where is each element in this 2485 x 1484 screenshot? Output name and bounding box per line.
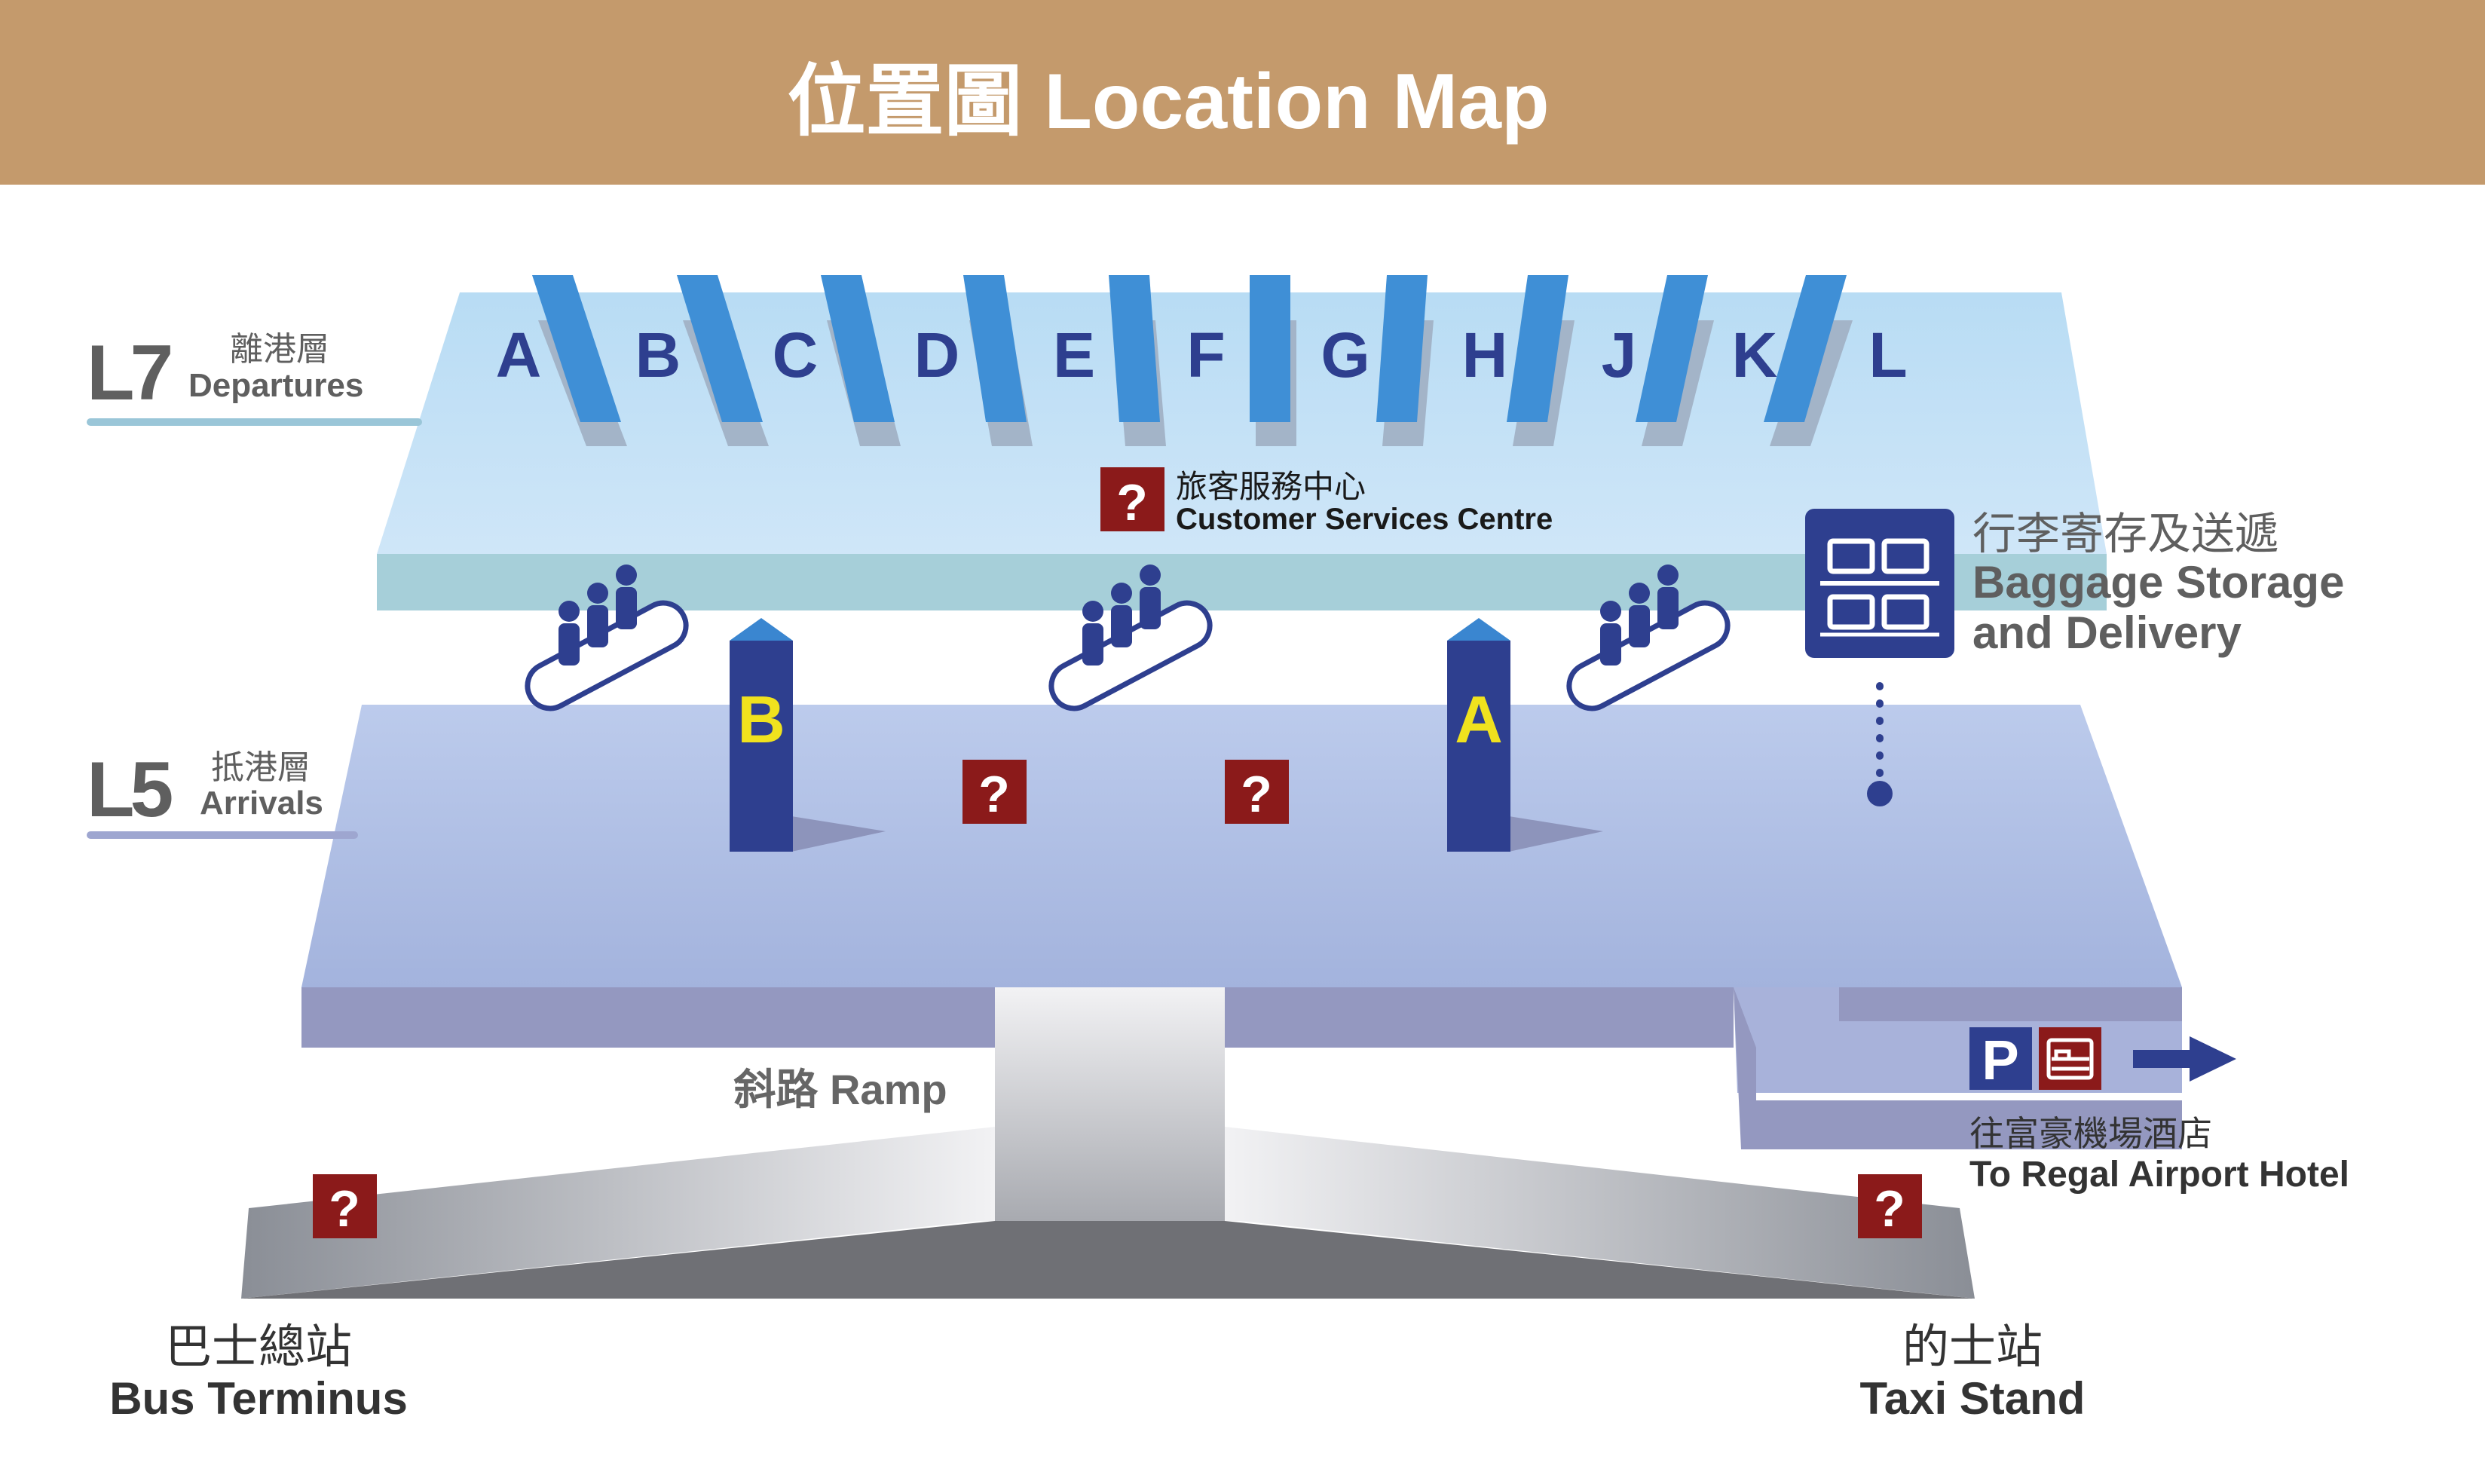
page-title: 位置圖 Location Map	[787, 58, 1549, 145]
question-mark: ?	[978, 766, 1010, 823]
pillar-cap	[730, 618, 793, 641]
row-stripe	[1764, 275, 1847, 422]
row-label-l: L	[1868, 320, 1907, 390]
row-label-f: F	[1186, 320, 1225, 390]
pillar-a	[1447, 641, 1510, 852]
hotel-bed-glyph	[2046, 1038, 2094, 1080]
pillar-b	[730, 641, 793, 852]
question-mark: ?	[1116, 474, 1148, 531]
taxi-en: Taxi Stand	[1860, 1373, 2086, 1424]
question-mark: ?	[1241, 766, 1272, 823]
level-line-l7	[87, 418, 422, 426]
row-label-a: A	[496, 320, 542, 390]
row-stripe	[1507, 275, 1568, 422]
question-icon	[1100, 467, 1164, 531]
header-bar	[0, 0, 2485, 185]
ramp-label: 斜路 Ramp	[733, 1066, 947, 1113]
hotel-en: To Regal Airport Hotel	[1969, 1155, 2349, 1195]
hotel-walkway-edge	[1734, 987, 2182, 1149]
question-mark: ?	[1874, 1180, 1905, 1238]
baggage-en-2: and Delivery	[1972, 607, 2242, 658]
row-stripe	[1250, 275, 1290, 422]
ramp-left	[241, 1127, 995, 1299]
level-en-l5: Arrivals	[200, 785, 323, 822]
question-icon	[313, 1174, 377, 1238]
baggage-en-1: Baggage Storage	[1972, 557, 2344, 607]
row-label-j: J	[1602, 320, 1637, 390]
row-stripe	[532, 275, 621, 422]
escalator-icon	[1566, 565, 1731, 711]
row-label-e: E	[1053, 320, 1095, 390]
question-icon	[1225, 760, 1289, 824]
arrivals-floor	[301, 705, 2182, 987]
ramp-center	[995, 987, 1225, 1221]
escalator-icon	[525, 565, 689, 711]
row-label-k: K	[1732, 320, 1778, 390]
road	[241, 1221, 1975, 1299]
level-en-l7: Departures	[188, 367, 363, 404]
arrow-right-icon	[2133, 1036, 2236, 1082]
escalator-icon	[1048, 565, 1213, 711]
taxi-zh: 的士站	[1902, 1319, 2043, 1374]
row-stripe	[1109, 275, 1160, 422]
parking-label: P	[1982, 1029, 2018, 1091]
baggage-zh: 行李寄存及送遞	[1972, 508, 2278, 559]
row-label-h: H	[1462, 320, 1508, 390]
row-stripe	[1376, 275, 1428, 422]
question-icon	[962, 760, 1027, 824]
arrivals-floor-edge-right	[1839, 987, 2182, 1021]
row-stripe	[821, 275, 895, 422]
pillar-b-label: B	[737, 682, 785, 757]
bus-zh: 巴士總站	[165, 1319, 352, 1374]
row-stripe	[677, 275, 763, 422]
pillar-shadow	[791, 816, 886, 852]
customer-services-zh: 旅客服務中心	[1176, 468, 1366, 505]
pillar-cap	[1447, 618, 1510, 641]
question-icon	[1858, 1174, 1922, 1238]
level-line-l5	[87, 831, 358, 839]
row-label-b: B	[635, 320, 681, 390]
ramp-right	[1225, 1127, 1975, 1299]
level-code-l5: L5	[87, 746, 172, 834]
question-mark: ?	[329, 1180, 360, 1238]
row-stripe	[963, 275, 1027, 422]
pillar-shadow	[1509, 816, 1603, 852]
level-zh-l5: 抵港層	[211, 748, 311, 787]
row-label-d: D	[914, 320, 960, 390]
hotel-zh: 往富豪機場酒店	[1969, 1113, 2212, 1154]
parking-icon	[1969, 1027, 2032, 1090]
bus-en: Bus Terminus	[109, 1373, 408, 1424]
level-code-l7: L7	[87, 329, 171, 417]
baggage-location-dot	[1867, 781, 1893, 806]
row-label-g: G	[1321, 320, 1370, 390]
row-stripe	[1636, 275, 1708, 422]
row-label-c: C	[773, 320, 819, 390]
customer-services-en: Customer Services Centre	[1176, 503, 1553, 536]
pillar-a-label: A	[1455, 682, 1503, 757]
level-zh-l7: 離港層	[230, 330, 329, 369]
